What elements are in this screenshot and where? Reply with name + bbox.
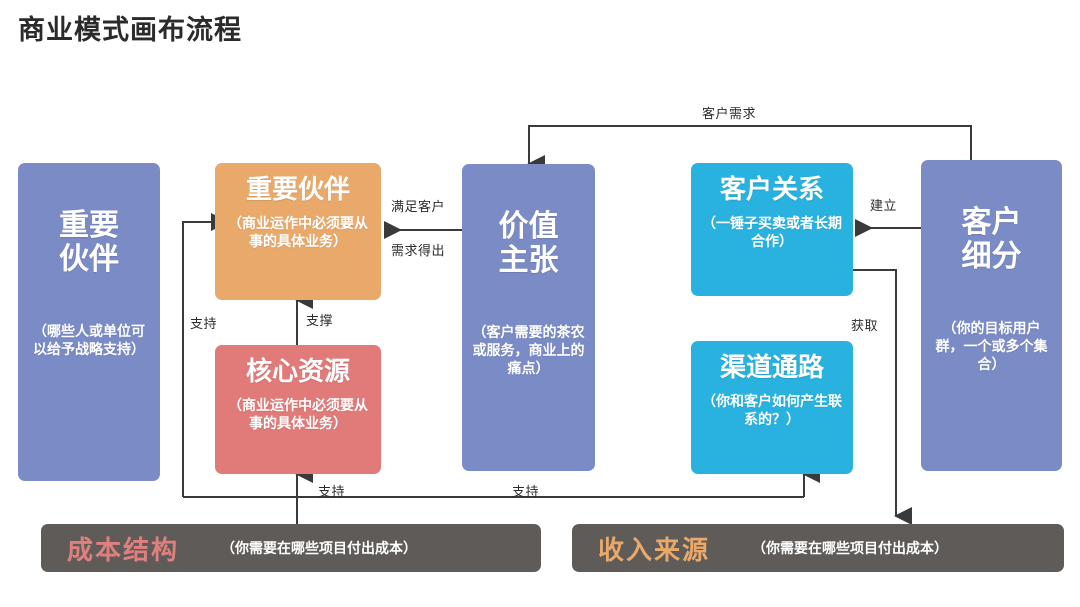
card-title: 价值 主张 [498,210,559,277]
bar-title: 收入来源 [598,535,711,565]
page-title: 商业模式画布流程 [18,15,242,45]
wire-label-support-left: 支持 [190,316,218,331]
card-subtitle: （商业运作中必须要从事的具体业务） [228,399,368,433]
wire-label-demand-derived: 需求得出 [391,243,446,258]
bar-cost-structure[interactable]: 成本结构 （你需要在哪些项目付出成本） [41,524,541,572]
wire-label-customer-demand: 客户需求 [702,106,757,121]
wire-label-support-bottom-right: 支持 [512,484,540,499]
wire-label-acquire: 获取 [851,318,879,333]
bar-revenue-streams[interactable]: 收入来源 （你需要在哪些项目付出成本） [572,524,1064,572]
card-subtitle: （哪些人或单位可以给予战略支持） [33,325,145,359]
card-channels[interactable]: 渠道通路 （你和客户如何产生联系的？） [691,341,853,474]
card-title: 核心资源 [245,357,350,386]
card-customer-relationships[interactable]: 客户关系 （一锤子买卖或者长期合作） [691,163,853,296]
card-title: 客户关系 [719,175,824,204]
card-key-resources[interactable]: 核心资源 （商业运作中必须要从事的具体业务） [215,345,381,474]
wire-label-establish: 建立 [870,198,898,213]
card-subtitle: （一锤子买卖或者长期合作） [702,217,842,251]
card-title: 渠道通路 [719,353,824,382]
card-value-proposition[interactable]: 价值 主张 （客户需要的茶农或服务，商业上的痛点） [462,164,595,471]
card-subtitle: （你的目标用户群，一个或多个集合） [935,322,1048,373]
card-key-partners-orange[interactable]: 重要伙伴 （商业运作中必须要从事的具体业务） [215,163,381,300]
wire-label-prop-up: 支撑 [306,313,334,328]
card-title: 重要 伙伴 [59,209,119,276]
card-subtitle: （你和客户如何产生联系的？） [702,395,842,429]
bar-subtitle: （你需要在哪些项目付出成本） [221,542,418,557]
wire-label-support-bottom-left: 支持 [318,484,346,499]
bar-title: 成本结构 [67,535,180,565]
bar-subtitle: （你需要在哪些项目付出成本） [752,542,949,557]
card-customer-segments[interactable]: 客户 细分 （你的目标用户群，一个或多个集合） [921,160,1062,471]
card-subtitle: （客户需要的茶农或服务，商业上的痛点） [472,326,585,377]
wire-acquire [853,269,912,525]
wire-label-satisfy-customer: 满足客户 [391,199,446,214]
wire-customer-demand [527,125,972,173]
wire-support-left [182,213,229,497]
card-key-partners-left[interactable]: 重要 伙伴 （哪些人或单位可以给予战略支持） [18,163,160,481]
card-subtitle: （商业运作中必须要从事的具体业务） [228,217,368,251]
card-title: 重要伙伴 [245,175,350,204]
card-title: 客户 细分 [961,206,1022,273]
